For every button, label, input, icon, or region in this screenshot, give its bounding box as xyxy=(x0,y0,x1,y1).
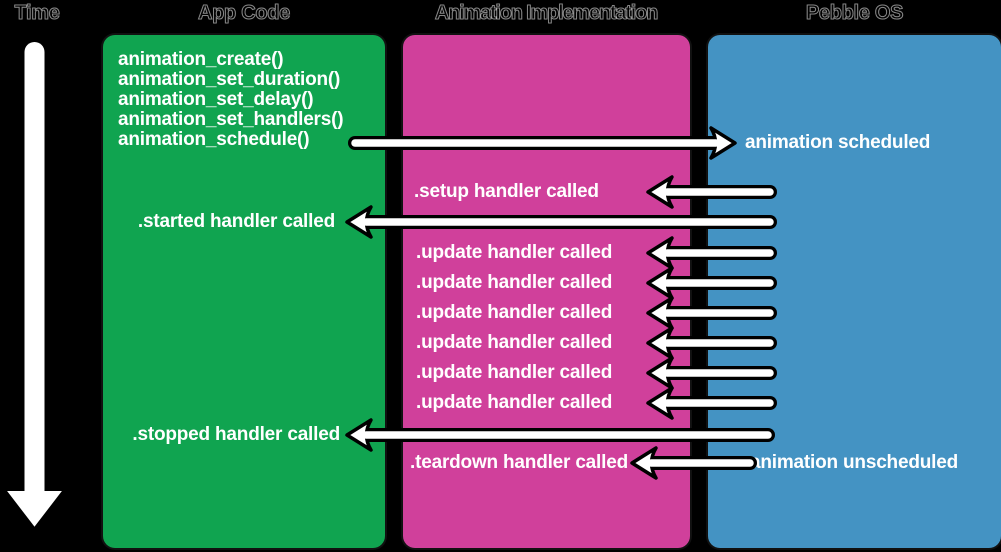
time-axis-arrow xyxy=(1,38,68,532)
label-update-handler-3: .update handler called xyxy=(416,302,613,323)
arrow-teardown-handler xyxy=(630,446,757,480)
arrow-update-handler-3 xyxy=(646,296,777,330)
arrow-stopped-handler xyxy=(345,418,775,452)
arrow-animation-schedule xyxy=(348,126,737,160)
arrow-started-handler xyxy=(345,205,777,239)
app-code-function-list: animation_create()animation_set_duration… xyxy=(118,49,344,150)
label-update-handler-4: .update handler called xyxy=(416,332,613,353)
arrow-setup-handler xyxy=(646,175,777,209)
app-code-function-2: animation_set_duration() xyxy=(118,69,341,90)
app-code-function-5: animation_schedule() xyxy=(118,129,310,150)
arrow-update-handler-6 xyxy=(646,386,777,420)
label-update-handler-1: .update handler called xyxy=(416,242,613,263)
app-code-function-1: animation_create() xyxy=(118,49,284,70)
arrow-update-handler-1 xyxy=(646,236,777,270)
header-animation-implementation: Animation Implementation xyxy=(434,2,659,25)
label-update-handler-5: .update handler called xyxy=(416,362,613,383)
app-code-function-3: animation_set_delay() xyxy=(118,89,314,110)
header-app-code: App Code xyxy=(197,2,291,25)
label-setup-handler: .setup handler called xyxy=(414,181,599,202)
arrow-update-handler-5 xyxy=(646,356,777,390)
arrow-update-handler-2 xyxy=(646,266,777,300)
label-teardown-handler: .teardown handler called xyxy=(410,452,628,473)
label-update-handler-6: .update handler called xyxy=(416,392,613,413)
header-time: Time xyxy=(14,2,60,25)
app-code-lane xyxy=(103,35,385,548)
label-animation-scheduled: animation scheduled xyxy=(745,132,931,153)
label-started-handler: .started handler called xyxy=(137,211,335,232)
label-animation-unscheduled: animation unscheduled xyxy=(750,452,958,473)
app-code-function-4: animation_set_handlers() xyxy=(118,109,344,130)
label-stopped-handler: .stopped handler called xyxy=(132,424,340,445)
label-update-handler-2: .update handler called xyxy=(416,272,613,293)
arrow-update-handler-4 xyxy=(646,326,777,360)
header-pebble-os: Pebble OS xyxy=(805,2,904,25)
